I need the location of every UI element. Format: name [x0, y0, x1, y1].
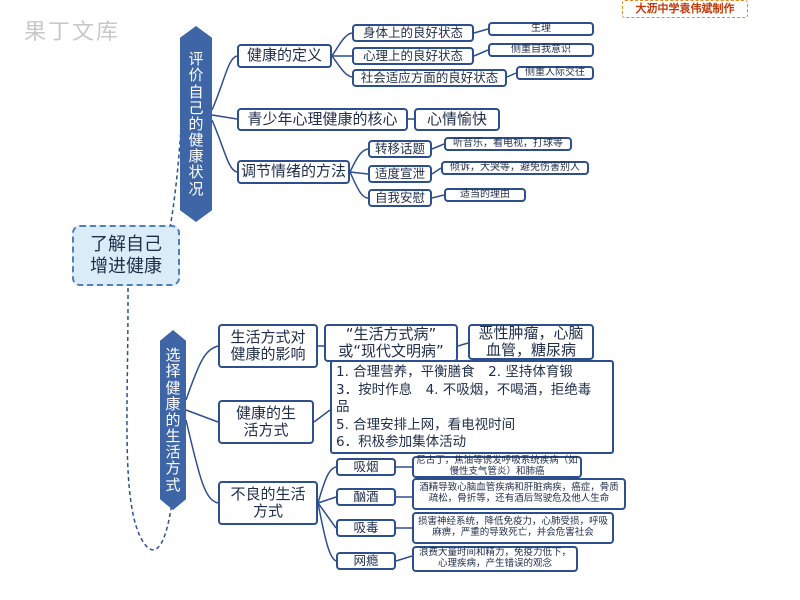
maker-label: 大沥中学袁伟斌制作: [622, 0, 748, 18]
disease-line-2: 或“现代文明病”: [338, 342, 444, 360]
branch2-char: 式: [165, 475, 181, 494]
method-note-3: 适当的理由: [444, 188, 526, 202]
unhealthy-item-2: 酗酒: [336, 488, 396, 506]
root-topic: 了解自己 增进健康: [72, 225, 180, 286]
method-note-2: 倾诉，大哭等，避免伤害别人: [441, 161, 589, 175]
lifestyle-influence-node: 生活方式对健康的影响: [218, 324, 318, 368]
health-definition-node: 健康的定义: [237, 44, 332, 68]
branch1-char: 健: [188, 131, 204, 150]
unhealthy-item-3: 吸毒: [336, 519, 396, 537]
core-answer: 心情愉快: [414, 108, 500, 131]
healthy-lifestyle-node: 健康的生活方式: [218, 400, 314, 444]
method-item-2: 适度宣泄: [368, 165, 432, 183]
healthy-line: 6．积极参加集体活动: [336, 434, 467, 451]
branch2-char: 选: [165, 346, 181, 365]
unhealthy-item-1: 吸烟: [336, 458, 396, 476]
disease-examples: 恶性肿瘤，心脑血管，糖尿病: [468, 324, 594, 360]
branch1-char: 的: [188, 114, 204, 133]
unhealthy-item-4: 网瘾: [336, 552, 396, 570]
branch2-char: 方: [165, 459, 181, 478]
unhealthy-lifestyle-node: 不良的生活方式: [218, 481, 318, 525]
emotion-methods-node: 调节情绪的方法: [237, 160, 350, 184]
branch1-char: 价: [188, 66, 204, 85]
unhealthy-note-3: 损害神经系统，降低免疫力，心肺受损，呼吸麻痹，严重的导致死亡，并会危害社会: [412, 512, 614, 544]
branch2-title: 选 择 健 康 的 生 活 方 式: [160, 330, 186, 510]
healthy-line: 品: [336, 399, 350, 416]
definition-item-1: 身体上的良好状态: [352, 24, 474, 42]
branch2-char: 健: [165, 378, 181, 397]
healthy-line: 5. 合理安排上网，看电视时间: [336, 416, 516, 433]
lifestyle-disease-node: “生活方式病” 或“现代文明病”: [324, 324, 458, 362]
definition-item-2: 心理上的良好状态: [352, 47, 474, 65]
branch1-char: 评: [188, 50, 204, 69]
disease-line-1: “生活方式病”: [345, 324, 437, 343]
branch1-char: 况: [188, 179, 204, 198]
branch1-char: 自: [188, 82, 204, 101]
method-item-3: 自我安慰: [368, 189, 432, 207]
definition-note-2: 侧重自我意识: [488, 43, 594, 57]
branch1-char: 己: [188, 98, 204, 117]
definition-item-3: 社会适应方面的良好状态: [352, 69, 507, 87]
branch2-char: 择: [165, 362, 181, 381]
method-item-1: 转移话题: [368, 140, 432, 158]
branch2-char: 生: [165, 427, 181, 446]
root-line-1: 了解自己: [90, 233, 162, 255]
branch2-char: 活: [165, 443, 181, 462]
branch1-char: 康: [188, 147, 204, 166]
branch1-title: 评 价 自 己 的 健 康 状 况: [180, 26, 212, 222]
watermark: 果丁文库: [24, 20, 121, 45]
healthy-line: 3．按时作息 4. 不吸烟，不喝酒，拒绝毒: [336, 381, 592, 398]
method-note-1: 听音乐，看电视，打球等: [444, 137, 572, 151]
branch2-char: 的: [165, 410, 181, 429]
root-line-2: 增进健康: [90, 255, 162, 277]
healthy-line: 1. 合理营养，平衡膳食 2. 坚持体育锻: [336, 364, 573, 380]
definition-note-3: 侧重人际交往: [516, 66, 594, 80]
unhealthy-note-2: 酒精导致心脑血管疾病和肝脏病疾，癌症，骨质疏松，骨折等，还有酒后驾驶危及他人生命: [412, 478, 626, 510]
branch1-char: 状: [188, 163, 204, 182]
mental-health-core-node: 青少年心理健康的核心: [237, 108, 408, 131]
unhealthy-note-1: 尼古丁，焦油等诱发呼吸系统疾病（如慢性支气管炎）和肺癌: [412, 455, 582, 478]
healthy-lifestyle-list: 1. 合理营养，平衡膳食 2. 坚持体育锻 3．按时作息 4. 不吸烟，不喝酒，…: [330, 360, 614, 454]
unhealthy-note-4: 浪费大量时间和精力，免疫力低下，心理疾病，产生错误的观念: [412, 546, 578, 572]
branch2-char: 康: [165, 394, 181, 413]
definition-note-1: 生理: [488, 22, 594, 36]
